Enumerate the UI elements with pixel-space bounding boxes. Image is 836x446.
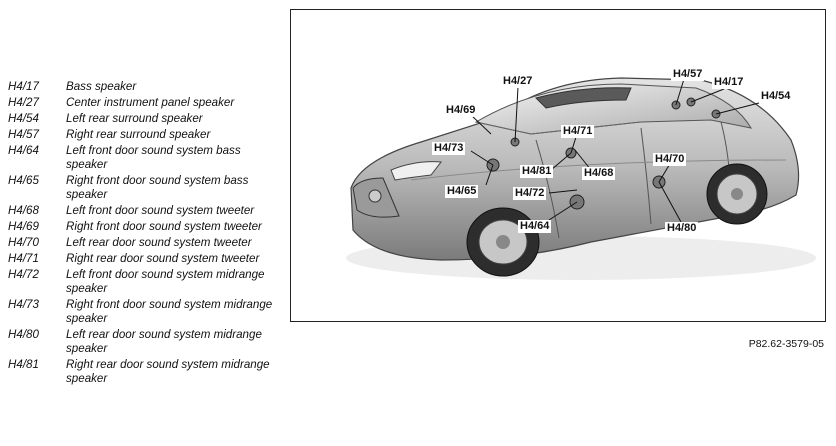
legend-description: Left front door sound system midrange sp…	[66, 268, 265, 295]
legend-description: Left rear surround speaker	[66, 112, 203, 125]
legend-code: H4/69	[8, 220, 39, 233]
legend-row: H4/80 Left rear door sound system midrang…	[8, 328, 278, 356]
legend-row: H4/17 Bass speaker	[8, 80, 278, 94]
legend-code: H4/73	[8, 298, 39, 311]
callout-h4-68: H4/68	[582, 167, 616, 180]
legend-row: H4/57 Right rear surround speaker	[8, 128, 278, 142]
legend-description: Left front door sound system bass speake…	[66, 144, 241, 171]
callout-h4-71: H4/71	[561, 125, 595, 138]
legend-row: H4/54 Left rear surround speaker	[8, 112, 278, 126]
callout-h4-27: H4/27	[501, 75, 535, 88]
legend-description: Left rear door sound system midrange spe…	[66, 328, 262, 355]
legend-description: Right front door sound system tweeter	[66, 220, 262, 233]
callout-h4-80: H4/80	[665, 222, 699, 235]
legend-row: H4/68 Left front door sound system tweete…	[8, 204, 278, 218]
callout-h4-72: H4/72	[513, 187, 547, 200]
legend-description: Right front door sound system midrange s…	[66, 298, 273, 325]
legend-code: H4/70	[8, 236, 39, 249]
legend-code: H4/81	[8, 358, 39, 371]
legend-row: H4/70 Left rear door sound system tweeter	[8, 236, 278, 250]
callout-h4-65: H4/65	[445, 185, 479, 198]
legend-code: H4/54	[8, 112, 39, 125]
legend-code: H4/17	[8, 80, 39, 93]
legend-description: Right rear surround speaker	[66, 128, 211, 141]
legend-description: Left front door sound system tweeter	[66, 204, 255, 217]
legend-code: H4/68	[8, 204, 39, 217]
callout-h4-64: H4/64	[518, 220, 552, 233]
legend-code: H4/72	[8, 268, 39, 281]
legend-description: Right rear door sound system tweeter	[66, 252, 260, 265]
legend-row: H4/81 Right rear door sound system midran…	[8, 358, 278, 386]
legend-description: Bass speaker	[66, 80, 137, 93]
callout-h4-69: H4/69	[444, 104, 478, 117]
figure-reference-number: P82.62-3579-05	[748, 338, 824, 350]
legend-code: H4/80	[8, 328, 39, 341]
car-illustration	[346, 77, 816, 280]
car-speaker-diagram: H4/27 H4/57 H4/17 H4/54 H4/69 H4/71 H4/7…	[290, 9, 826, 322]
legend-row: H4/73 Right front door sound system midra…	[8, 298, 278, 326]
callout-h4-70: H4/70	[653, 153, 687, 166]
legend-row: H4/71 Right rear door sound system tweete…	[8, 252, 278, 266]
callout-h4-81: H4/81	[520, 165, 554, 178]
legend-code: H4/71	[8, 252, 39, 265]
legend-description: Right front door sound system bass speak…	[66, 174, 249, 201]
callout-h4-73: H4/73	[432, 142, 466, 155]
legend-code: H4/27	[8, 96, 39, 109]
legend-description: Right rear door sound system midrange sp…	[66, 358, 270, 385]
callout-h4-54: H4/54	[759, 90, 793, 103]
callout-h4-57: H4/57	[671, 68, 705, 81]
legend-description: Center instrument panel speaker	[66, 96, 235, 109]
legend-row: H4/27 Center instrument panel speaker	[8, 96, 278, 110]
callout-h4-17: H4/17	[712, 76, 746, 89]
legend-row: H4/69 Right front door sound system tweet…	[8, 220, 278, 234]
legend-code: H4/57	[8, 128, 39, 141]
legend-description: Left rear door sound system tweeter	[66, 236, 252, 249]
legend-row: H4/72 Left front door sound system midran…	[8, 268, 278, 296]
legend-row: H4/64 Left front door sound system bass s…	[8, 144, 278, 172]
legend-row: H4/65 Right front door sound system bass …	[8, 174, 278, 202]
legend-code: H4/64	[8, 144, 39, 157]
legend-code: H4/65	[8, 174, 39, 187]
